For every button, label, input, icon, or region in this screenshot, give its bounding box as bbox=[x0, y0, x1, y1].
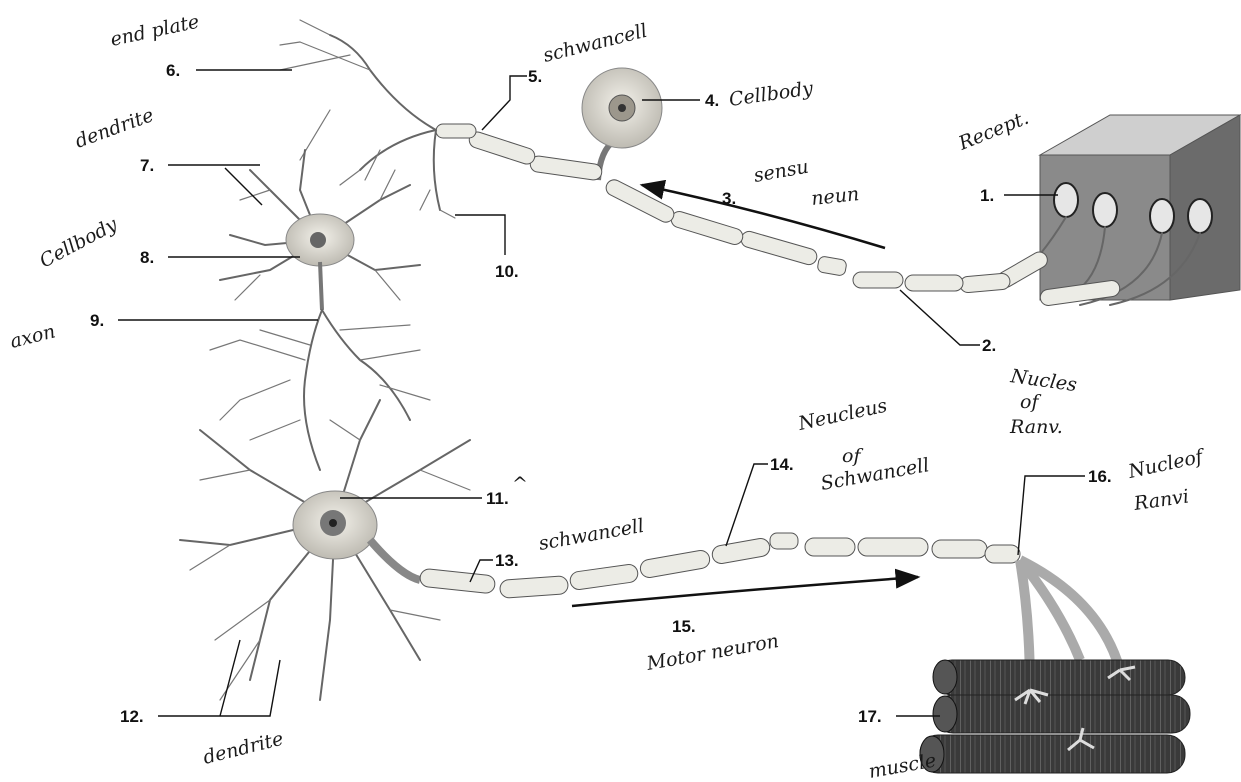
label-8: 8. bbox=[140, 248, 154, 267]
motor-neuron bbox=[180, 400, 470, 700]
note-cell-body-sensory: Cellbody bbox=[728, 77, 815, 111]
muscle bbox=[920, 660, 1190, 773]
label-17: 17. bbox=[858, 707, 882, 726]
note-muscle: muscle bbox=[867, 749, 938, 782]
axon-branches bbox=[210, 310, 430, 470]
note-cell-body-inter: Cellbody bbox=[36, 213, 121, 272]
label-1: 1. bbox=[980, 186, 994, 205]
label-2: 2. bbox=[982, 336, 996, 355]
note-sensory-neuron-b: neun bbox=[810, 183, 860, 210]
note-schwann-nucleus-a: Neucleus bbox=[795, 395, 889, 436]
note-schwann-cell-1: schwancell bbox=[541, 20, 650, 67]
label-13: 13. bbox=[495, 551, 519, 570]
note-motor-neuron: Motor neuron bbox=[644, 630, 780, 675]
note-end-plate: end plate bbox=[108, 11, 201, 51]
note-node-of-ranvier-2b: Ranvi bbox=[1132, 485, 1191, 515]
label-5: 5. bbox=[528, 67, 542, 86]
label-4: 4. bbox=[705, 91, 719, 110]
label-16: 16. bbox=[1088, 467, 1112, 486]
receptor-box bbox=[1040, 115, 1240, 300]
sensory-cell-body bbox=[582, 68, 662, 148]
label-14: 14. bbox=[770, 455, 794, 474]
note-schwann-nucleus-c: Schwancell bbox=[819, 454, 931, 495]
interneuron bbox=[220, 150, 420, 310]
axon-terminals bbox=[280, 20, 455, 218]
note-dendrite-2: dendrite bbox=[201, 728, 286, 769]
label-15: 15. bbox=[672, 617, 696, 636]
note-caret: ^ bbox=[512, 473, 528, 495]
note-schwann-nucleus-b: of bbox=[842, 445, 863, 467]
note-schwann-cell-2: schwancell bbox=[537, 515, 646, 555]
note-node-of-ranvier-2a: Nucleof bbox=[1125, 445, 1207, 483]
label-3: 3. bbox=[722, 189, 736, 208]
note-node-of-ranvier-1b: of bbox=[1020, 391, 1041, 413]
note-receptor: Recept. bbox=[955, 107, 1032, 155]
label-11: 11. bbox=[486, 489, 509, 508]
note-sensory-neuron-a: sensu bbox=[752, 156, 810, 187]
note-node-of-ranvier-1a: Nucles bbox=[1008, 365, 1078, 396]
label-10: 10. bbox=[495, 262, 519, 281]
note-axon: axon bbox=[8, 320, 58, 352]
note-node-of-ranvier-1c: Ranv. bbox=[1009, 416, 1063, 438]
note-dendrite-1: dendrite bbox=[72, 104, 156, 153]
label-6: 6. bbox=[166, 61, 180, 80]
label-12: 12. bbox=[120, 707, 144, 726]
label-7: 7. bbox=[140, 156, 154, 175]
label-9: 9. bbox=[90, 311, 104, 330]
